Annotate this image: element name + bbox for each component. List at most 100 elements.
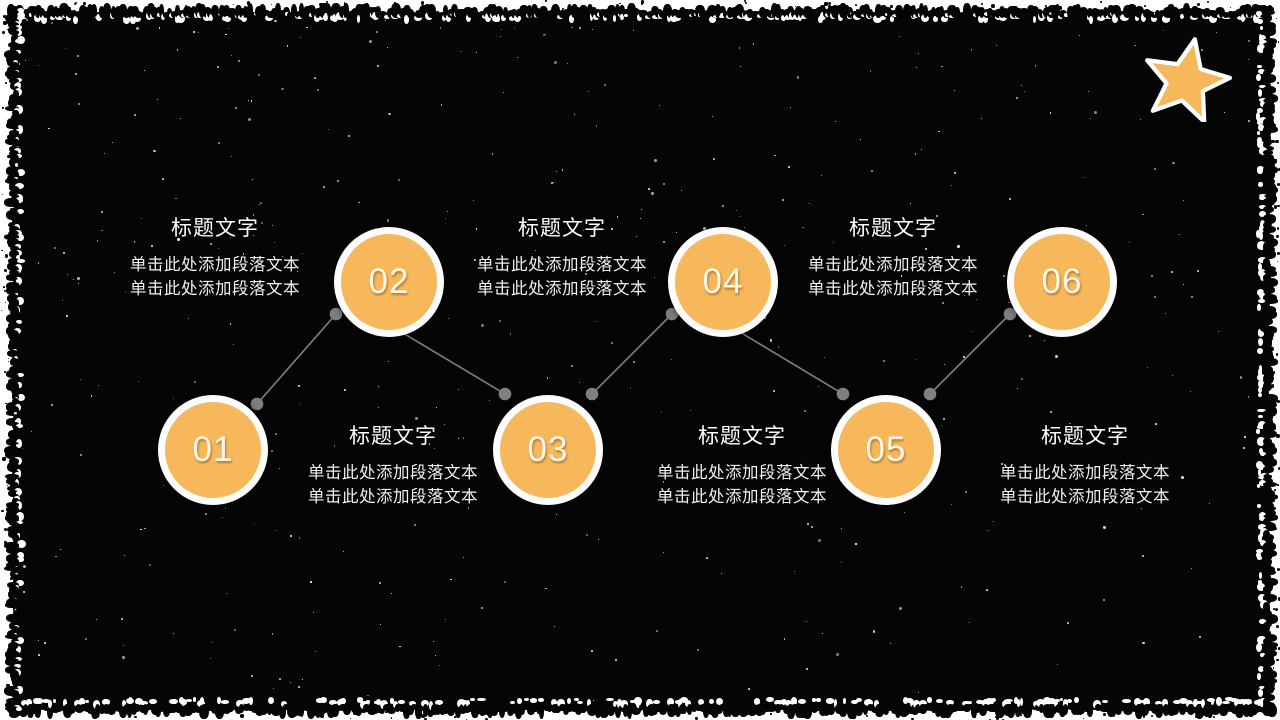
- star-speck: [279, 467, 281, 469]
- border-speck: [35, 713, 39, 718]
- border-speck: [7, 154, 11, 159]
- star-speck: [811, 526, 814, 529]
- border-speck: [164, 713, 168, 717]
- border-speck: [1267, 401, 1269, 404]
- border-speck: [1103, 712, 1107, 717]
- border-speck: [1142, 715, 1146, 718]
- step-title: 标题文字: [518, 217, 606, 240]
- step-node-06[interactable]: 06: [1007, 227, 1117, 337]
- star-speck: [1142, 641, 1145, 644]
- border-speck: [661, 712, 663, 714]
- star-speck: [735, 210, 737, 212]
- star-speck: [598, 539, 600, 540]
- border-speck: [427, 9, 429, 11]
- border-speck: [1272, 482, 1275, 486]
- star-speck: [551, 182, 553, 184]
- border-speck: [1277, 400, 1280, 404]
- border-speck: [1271, 705, 1275, 709]
- star-speck: [592, 269, 594, 271]
- star-speck: [573, 114, 575, 116]
- border-speck: [3, 289, 6, 292]
- border-speck: [519, 6, 523, 10]
- step-node-04[interactable]: 04: [668, 227, 778, 337]
- border-speck: [3, 285, 6, 288]
- star-speck: [986, 589, 988, 591]
- border-speck: [3, 541, 7, 544]
- star-speck: [489, 399, 491, 401]
- star-speck: [1153, 167, 1156, 170]
- star-speck: [462, 437, 465, 439]
- star-speck: [1216, 32, 1218, 34]
- step-text-01: 标题文字 单击此处添加段落文本 单击此处添加段落文本: [268, 420, 518, 510]
- border-speck: [1043, 709, 1046, 712]
- star-speck: [1146, 366, 1149, 369]
- step-node-01[interactable]: 01: [158, 395, 268, 505]
- star-speck: [820, 174, 823, 177]
- border-speck: [396, 7, 401, 11]
- border-speck: [1263, 6, 1275, 13]
- step-node-03[interactable]: 03: [493, 395, 603, 505]
- star-speck: [397, 178, 401, 181]
- star-speck: [63, 251, 66, 254]
- star-speck: [1218, 331, 1220, 333]
- star-speck: [258, 203, 260, 206]
- star-speck: [784, 245, 786, 247]
- border-speck: [134, 6, 138, 10]
- border-speck: [1270, 671, 1272, 674]
- border-speck: [523, 7, 526, 9]
- border-speck: [10, 577, 14, 580]
- step-number: 06: [1041, 262, 1083, 301]
- star-speck: [61, 299, 64, 301]
- step-node-05[interactable]: 05: [831, 395, 941, 505]
- star-speck: [822, 632, 823, 634]
- star-speck: [209, 657, 212, 660]
- border-speck: [96, 709, 100, 712]
- border-speck: [349, 717, 351, 719]
- star-speck: [1140, 507, 1143, 509]
- border-speck: [1270, 384, 1275, 389]
- star-speck: [1150, 274, 1154, 278]
- border-speck: [67, 712, 69, 714]
- border-speck: [3, 21, 8, 25]
- border-speck: [8, 616, 13, 621]
- star-speck: [1082, 177, 1084, 179]
- star-speck: [1243, 447, 1246, 450]
- step-number: 03: [527, 430, 569, 469]
- star-speck: [66, 273, 68, 275]
- star-speck: [74, 72, 77, 76]
- star-speck: [797, 76, 800, 79]
- star-speck: [773, 389, 776, 393]
- step-node-02[interactable]: 02: [334, 227, 444, 337]
- border-speck: [421, 713, 425, 718]
- star-speck: [76, 55, 79, 58]
- star-speck: [1171, 271, 1173, 273]
- star-speck: [387, 361, 389, 363]
- star-speck: [491, 153, 494, 155]
- border-speck: [1270, 150, 1274, 154]
- star-speck: [84, 638, 88, 641]
- star-speck: [390, 592, 392, 594]
- border-speck: [8, 43, 13, 47]
- star-speck: [834, 121, 836, 123]
- star-speck: [276, 530, 277, 531]
- star-speck: [230, 155, 233, 158]
- star-speck: [503, 580, 506, 583]
- border-speck: [420, 8, 424, 12]
- star-speck: [37, 262, 40, 264]
- star-speck: [104, 153, 106, 155]
- star-speck: [1034, 65, 1037, 67]
- border-speck: [1112, 712, 1115, 715]
- border-speck: [1008, 713, 1010, 715]
- star-speck: [661, 411, 663, 413]
- star-speck: [18, 63, 21, 65]
- star-speck: [450, 578, 452, 581]
- border-speck: [1150, 715, 1153, 718]
- border-speck: [1272, 192, 1277, 197]
- step-body: 单击此处添加段落文本 单击此处添加段落文本: [268, 462, 518, 510]
- border-speck: [7, 357, 9, 359]
- star-speck: [703, 226, 707, 230]
- border-speck: [1270, 669, 1273, 672]
- star-speck: [251, 178, 254, 181]
- star-speck: [377, 386, 379, 388]
- star-speck: [538, 256, 542, 260]
